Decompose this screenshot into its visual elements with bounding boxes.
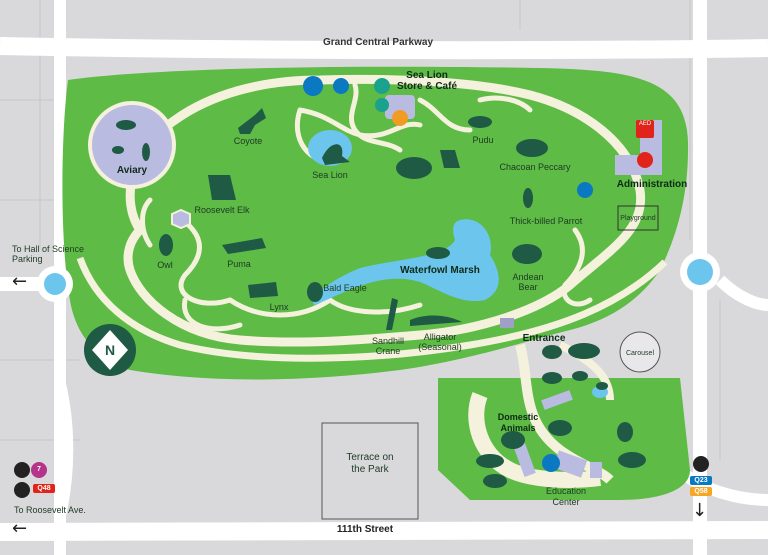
terrace-building[interactable]	[321, 422, 419, 520]
bald-eagle-label: Bald Eagle	[323, 283, 367, 293]
goose-icon	[596, 382, 608, 390]
administration-label[interactable]: Administration	[616, 179, 688, 190]
to-roosevelt-ave-label[interactable]: To Roosevelt Ave.	[14, 505, 86, 515]
goat-icon	[572, 371, 588, 381]
lynx-icon	[248, 282, 278, 298]
peccary-icon	[516, 139, 548, 157]
to-hall-of-science-label[interactable]: To Hall of Science Parking	[12, 244, 85, 264]
thick-billed-parrot-icon	[523, 188, 533, 208]
deer-icon	[440, 150, 460, 168]
puma-icon	[222, 238, 266, 254]
parrot-icon	[142, 143, 150, 161]
bird-icon	[112, 146, 124, 154]
subway-icon	[14, 462, 30, 478]
sea-lion-store-label[interactable]: Sea Lion Store & Café	[396, 70, 457, 92]
sandhill-crane-label: Sandhill Crane	[371, 336, 405, 356]
animal-icons	[112, 108, 646, 488]
duck-icon	[116, 120, 136, 130]
sheep-icon	[542, 372, 562, 384]
terrace-label[interactable]: Terrace on the Park	[346, 452, 394, 475]
domestic-sheep-icon	[548, 420, 572, 436]
grand-central-parkway-label: Grand Central Parkway	[322, 37, 434, 48]
sea-lion-icon	[322, 144, 350, 165]
domestic-animals-label[interactable]: Domestic Animals	[497, 412, 539, 433]
owl-icon	[159, 234, 173, 256]
lynx-label: Lynx	[269, 302, 289, 312]
stroller-icon[interactable]	[577, 182, 593, 198]
pig-icon	[542, 345, 562, 359]
subway-7-label: 7	[37, 466, 41, 473]
gift-shop-icon[interactable]	[374, 78, 390, 94]
aviary-label[interactable]: Aviary	[116, 165, 148, 176]
llama-icon	[617, 422, 633, 442]
pudu-label: Pudu	[472, 135, 494, 145]
111th-street-label: 111th Street	[336, 524, 394, 535]
picnic-icon[interactable]	[392, 110, 408, 126]
first-aid-icon[interactable]	[637, 152, 653, 168]
education-center-label[interactable]: Education Center	[545, 486, 587, 507]
education-restroom-icon[interactable]	[542, 454, 560, 472]
water-fountain-icon[interactable]	[375, 98, 389, 112]
alligator-icon	[410, 315, 462, 326]
q23-badge: Q23	[690, 476, 712, 485]
andean-bear-label: Andean Bear	[512, 272, 544, 292]
coyote-label: Coyote	[233, 136, 263, 146]
bus-east-icon	[693, 456, 709, 472]
aed-icon[interactable]	[636, 120, 654, 138]
waterfowl-marsh-label[interactable]: Waterfowl Marsh	[400, 265, 480, 276]
east-roundabout	[687, 259, 713, 285]
domestic-goat-icon	[501, 431, 525, 449]
playground-label[interactable]: Playground	[620, 215, 656, 222]
south-arrow-icon: ↓	[692, 500, 708, 521]
waterfowl-marsh-water	[312, 219, 499, 305]
sea-lion-store-building[interactable]	[385, 95, 415, 119]
bear-icon	[512, 244, 542, 264]
q48-badge: Q48	[33, 484, 55, 493]
alligator-label: Alligator (Seasonal)	[418, 332, 462, 352]
roosevelt-elk-label: Roosevelt Elk	[194, 205, 250, 215]
carousel-label[interactable]: Carousel	[625, 350, 654, 357]
accessible-icon[interactable]	[333, 78, 349, 94]
west-roundabout	[44, 273, 66, 295]
carousel-building[interactable]	[619, 331, 661, 373]
aed-label: AED	[638, 121, 652, 127]
horse-icon	[618, 452, 646, 468]
eagle-icon	[307, 282, 323, 302]
chacoan-peccary-label: Chacoan Peccary	[499, 162, 571, 172]
111th-street-road	[0, 521, 768, 541]
compass-north-label: N	[104, 342, 116, 358]
lamb-icon	[483, 474, 507, 488]
owl-label: Owl	[157, 260, 173, 270]
marsh-duck-icon	[426, 247, 450, 259]
grand-central-parkway-road	[0, 37, 768, 60]
aviary-dome[interactable]	[88, 101, 176, 189]
thick-billed-parrot-label: Thick-billed Parrot	[509, 216, 583, 226]
cow-icon	[568, 343, 600, 359]
subway-7-bullet	[31, 462, 47, 478]
restroom-icon[interactable]	[303, 76, 323, 96]
puma-label: Puma	[227, 259, 251, 269]
cattle-icon	[476, 454, 504, 468]
main-loop-path	[123, 74, 646, 347]
coyote-icon	[238, 108, 266, 134]
sea-lion-label: Sea Lion	[312, 170, 348, 180]
southwest-arrow-icon: ←	[12, 518, 28, 539]
playground-box[interactable]	[617, 205, 659, 231]
pudu-icon	[468, 116, 492, 128]
q58-badge: Q58	[690, 487, 712, 496]
west-arrow-icon: ←	[12, 271, 28, 292]
bison-icon	[396, 157, 432, 179]
crane-icon	[386, 298, 398, 330]
street-grid	[0, 0, 721, 460]
entrance-label[interactable]: Entrance	[522, 333, 566, 344]
bus-icon	[14, 482, 30, 498]
elk-icon	[208, 175, 236, 200]
